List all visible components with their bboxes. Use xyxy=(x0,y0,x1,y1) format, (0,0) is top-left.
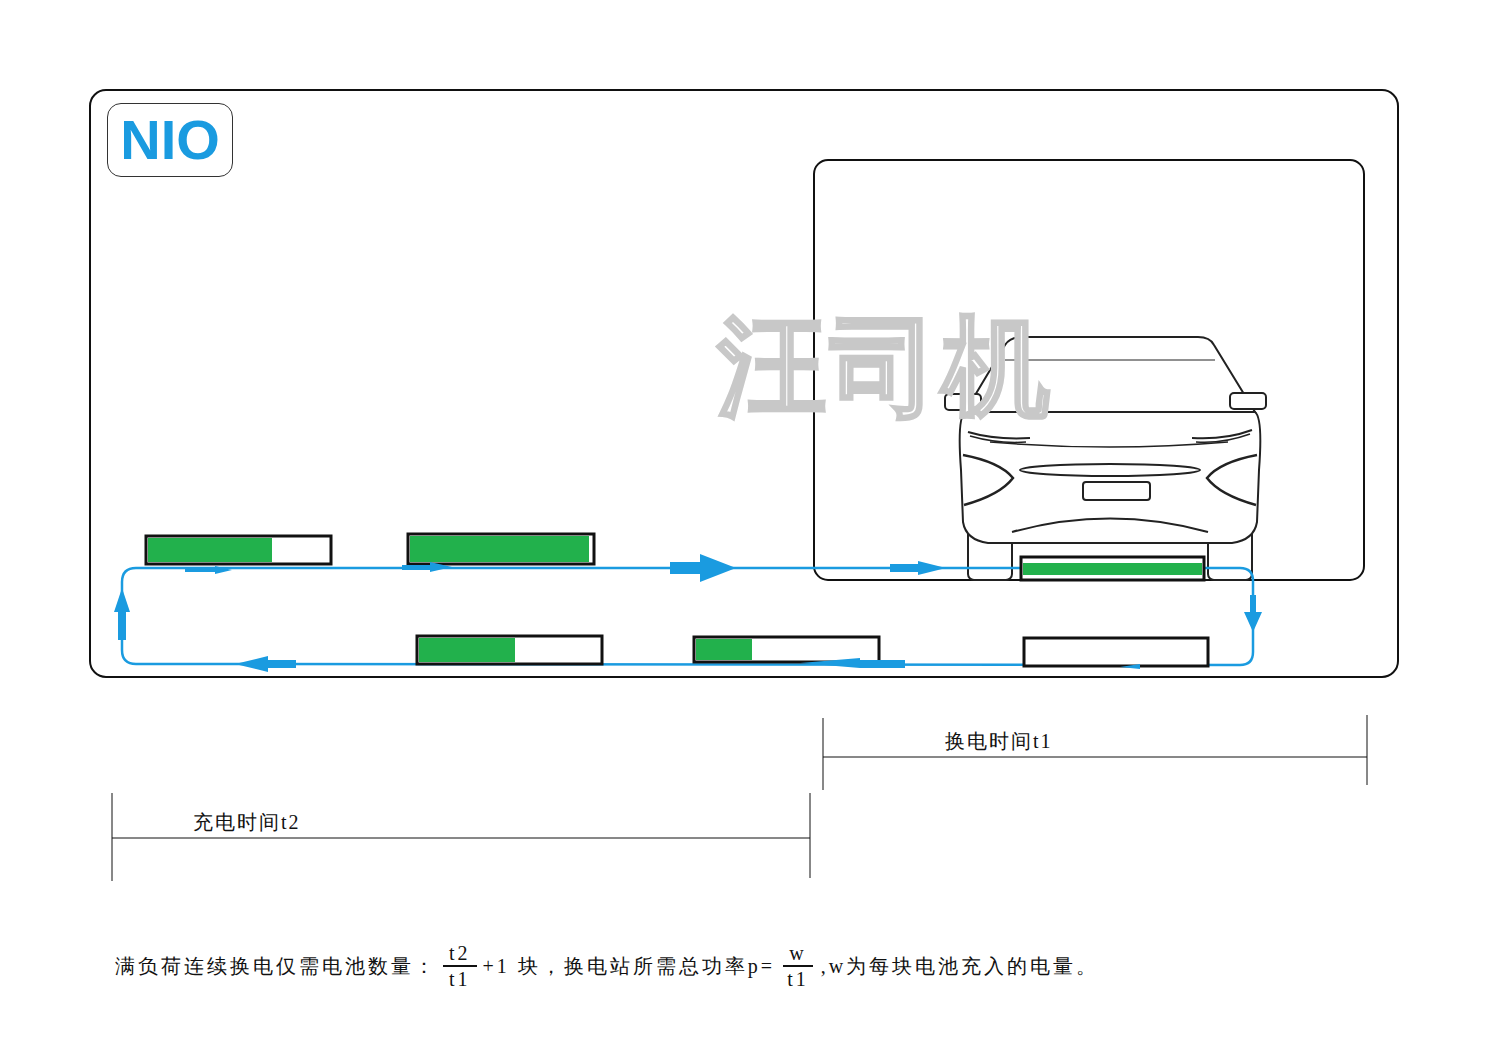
dimension-label: 充电时间t2 xyxy=(193,811,301,833)
flow-arrows-part xyxy=(670,554,736,582)
fraction: t2t1 xyxy=(443,942,477,990)
battery-in-car-part xyxy=(1021,557,1204,580)
logo-box: NIO xyxy=(107,103,233,177)
formula-text: ,w为每块电池充入的电量。 xyxy=(821,953,1099,980)
car-drawing-part xyxy=(960,412,1261,543)
fraction-numerator: w xyxy=(783,942,812,967)
battery-half xyxy=(417,636,602,664)
car-drawing-part xyxy=(963,455,1013,505)
battery-low-part xyxy=(694,637,879,662)
battery-in-car xyxy=(1021,557,1204,580)
watermark: 汪司机 xyxy=(718,308,1054,427)
outer-frame-part xyxy=(90,90,1398,677)
fraction-denominator: t1 xyxy=(443,967,477,990)
dimension-lines-part xyxy=(1367,715,1368,785)
dimension-lines-part xyxy=(823,718,824,790)
battery-2-part xyxy=(408,534,594,564)
dimension-lines-part xyxy=(112,838,810,839)
dimension-lines-part xyxy=(810,793,811,878)
car-drawing-part xyxy=(990,442,1228,447)
car-drawing-part xyxy=(970,436,1026,442)
battery-1 xyxy=(146,536,331,564)
flow-arrows-part xyxy=(890,561,946,575)
flow-arrows-part xyxy=(402,562,452,572)
logo-text: NIO xyxy=(120,112,220,168)
fraction-numerator: t2 xyxy=(443,942,477,967)
dimension-lines xyxy=(112,715,1367,881)
loop-path-part xyxy=(122,568,1253,665)
battery-2-part xyxy=(410,536,589,562)
battery-half-part xyxy=(417,636,602,664)
outer-frame xyxy=(90,90,1398,677)
battery-empty xyxy=(1024,638,1208,666)
fraction-denominator: t1 xyxy=(781,967,815,990)
car-drawing-part xyxy=(1230,393,1266,409)
flow-arrows xyxy=(114,554,1262,672)
flow-arrows-part xyxy=(185,566,232,574)
battery-low xyxy=(694,637,879,662)
battery-empty-part xyxy=(1024,638,1208,666)
flow-arrows-part xyxy=(800,658,905,668)
flow-arrows-part xyxy=(114,588,130,640)
battery-half-part xyxy=(419,638,515,662)
flow-arrows-part xyxy=(1120,664,1165,669)
car-drawing-part xyxy=(1196,434,1250,442)
car-drawing-part xyxy=(1207,455,1257,505)
flow-arrows-part xyxy=(1244,595,1262,632)
loop-path xyxy=(122,568,1253,665)
battery-2 xyxy=(408,534,594,564)
flow-arrows-part xyxy=(235,656,296,672)
formula-row: 满负荷连续换电仅需电池数量：t2t1+1 块，换电站所需总功率p=wt1,w为每… xyxy=(115,942,1099,990)
battery-low-part xyxy=(696,639,752,660)
formula-text: 满负荷连续换电仅需电池数量： xyxy=(115,953,437,980)
dimension-lines-part xyxy=(823,757,1367,758)
battery-1-part xyxy=(148,538,272,562)
battery-1-part xyxy=(146,536,331,564)
car-drawing-part xyxy=(1012,519,1208,533)
fraction: wt1 xyxy=(781,942,815,990)
car-drawing-part xyxy=(1083,482,1150,500)
formula-text: +1 块，换电站所需总功率p= xyxy=(483,953,776,980)
dimension-lines-part xyxy=(112,793,113,881)
battery-in-car-part xyxy=(1023,563,1202,575)
car-drawing-part xyxy=(1020,464,1200,476)
dimension-label: 换电时间t1 xyxy=(945,730,1053,752)
